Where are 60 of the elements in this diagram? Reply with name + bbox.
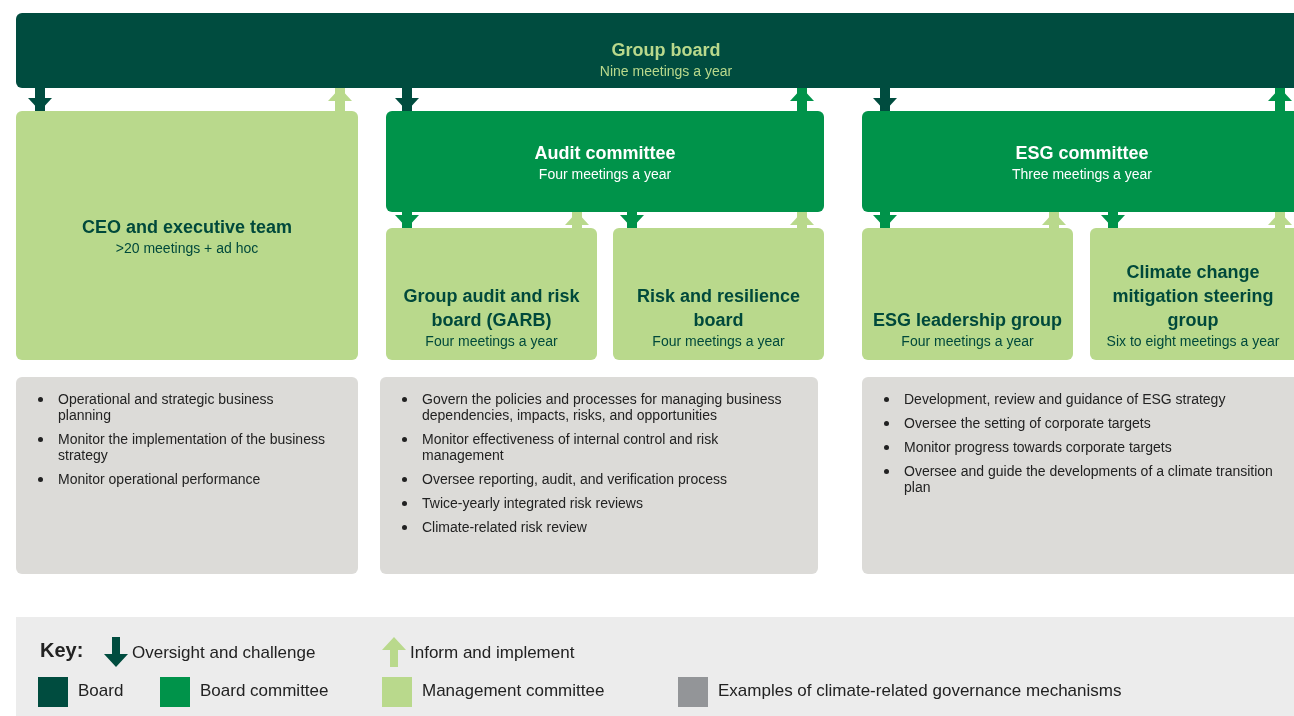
node-title: ESG leadership group bbox=[872, 309, 1062, 332]
arrow bbox=[873, 212, 897, 228]
bullet-text: Govern the policies and processes for managing business dependencies, impacts, risks, and opportunities bbox=[422, 391, 783, 423]
meeting-frequency: Four meetings a year bbox=[538, 164, 672, 183]
mechanisms-panel bbox=[380, 377, 818, 574]
key-heading: Key: bbox=[40, 639, 84, 662]
node-title: Group board bbox=[611, 38, 721, 62]
management-box bbox=[862, 228, 1073, 360]
node-title: Climate change mitigation steering group bbox=[1111, 261, 1275, 332]
node-title: ESG committee bbox=[1015, 141, 1149, 165]
board-banner bbox=[16, 13, 1294, 88]
legend-label: Examples of climate-related governance mechanisms bbox=[718, 681, 1122, 701]
legend-label: Board bbox=[78, 681, 124, 701]
legend-label: Board committee bbox=[200, 681, 329, 701]
legend-label: Inform and implement bbox=[410, 643, 575, 663]
arrow bbox=[28, 88, 52, 111]
meeting-frequency: Four meetings a year bbox=[652, 332, 785, 350]
arrow bbox=[620, 212, 644, 228]
meeting-frequency: >20 meetings + ad hoc bbox=[115, 238, 259, 257]
bullet-text: Oversee reporting, audit, and verification process bbox=[422, 471, 729, 487]
bullet-text: Operational and strategic business planning bbox=[58, 391, 275, 423]
node-title: Risk and resilience board bbox=[635, 285, 802, 332]
mechanisms-panel bbox=[862, 377, 1294, 574]
management-box bbox=[16, 111, 358, 360]
meeting-frequency: Nine meetings a year bbox=[599, 61, 733, 80]
node-title: Group audit and risk board (GARB) bbox=[402, 285, 581, 332]
management-box bbox=[613, 228, 824, 360]
arrow bbox=[1268, 88, 1292, 111]
arrow bbox=[395, 88, 419, 111]
node-title: Audit committee bbox=[534, 141, 676, 165]
bullet-text: Development, review and guidance of ESG strategy bbox=[904, 391, 1227, 407]
mechanisms-panel bbox=[16, 377, 358, 574]
meeting-frequency: Three meetings a year bbox=[1011, 164, 1153, 183]
node-title: CEO and executive team bbox=[81, 215, 293, 239]
legend-label: Management committee bbox=[422, 681, 605, 701]
arrow bbox=[873, 88, 897, 111]
meeting-frequency: Four meetings a year bbox=[425, 332, 558, 350]
arrow bbox=[328, 88, 352, 111]
bullet-text: Monitor operational performance bbox=[58, 471, 262, 487]
meeting-frequency: Six to eight meetings a year bbox=[1106, 332, 1280, 350]
meeting-frequency: Four meetings a year bbox=[901, 332, 1034, 350]
management-box bbox=[386, 228, 597, 360]
arrow bbox=[1268, 212, 1292, 228]
arrow bbox=[1101, 212, 1125, 228]
legend-label: Oversight and challenge bbox=[132, 643, 316, 663]
bullet-text: Twice-yearly integrated risk reviews bbox=[422, 495, 644, 511]
bullet-text: Monitor progress towards corporate targets bbox=[904, 439, 1173, 455]
arrow bbox=[790, 88, 814, 111]
bullet-text: Oversee the setting of corporate targets bbox=[904, 415, 1152, 431]
arrow bbox=[1042, 212, 1066, 228]
bullet-text: Climate-related risk review bbox=[422, 519, 588, 535]
bullet-text: Monitor the implementation of the business strategy bbox=[58, 431, 326, 463]
arrow bbox=[395, 212, 419, 228]
bullet-text: Oversee and guide the developments of a climate transition plan bbox=[904, 463, 1274, 495]
bullet-text: Monitor effectiveness of internal control and risk management bbox=[422, 431, 720, 463]
arrow bbox=[790, 212, 814, 228]
committee-box bbox=[386, 111, 824, 212]
arrow bbox=[565, 212, 589, 228]
management-box bbox=[1090, 228, 1294, 360]
committee-box bbox=[862, 111, 1294, 212]
